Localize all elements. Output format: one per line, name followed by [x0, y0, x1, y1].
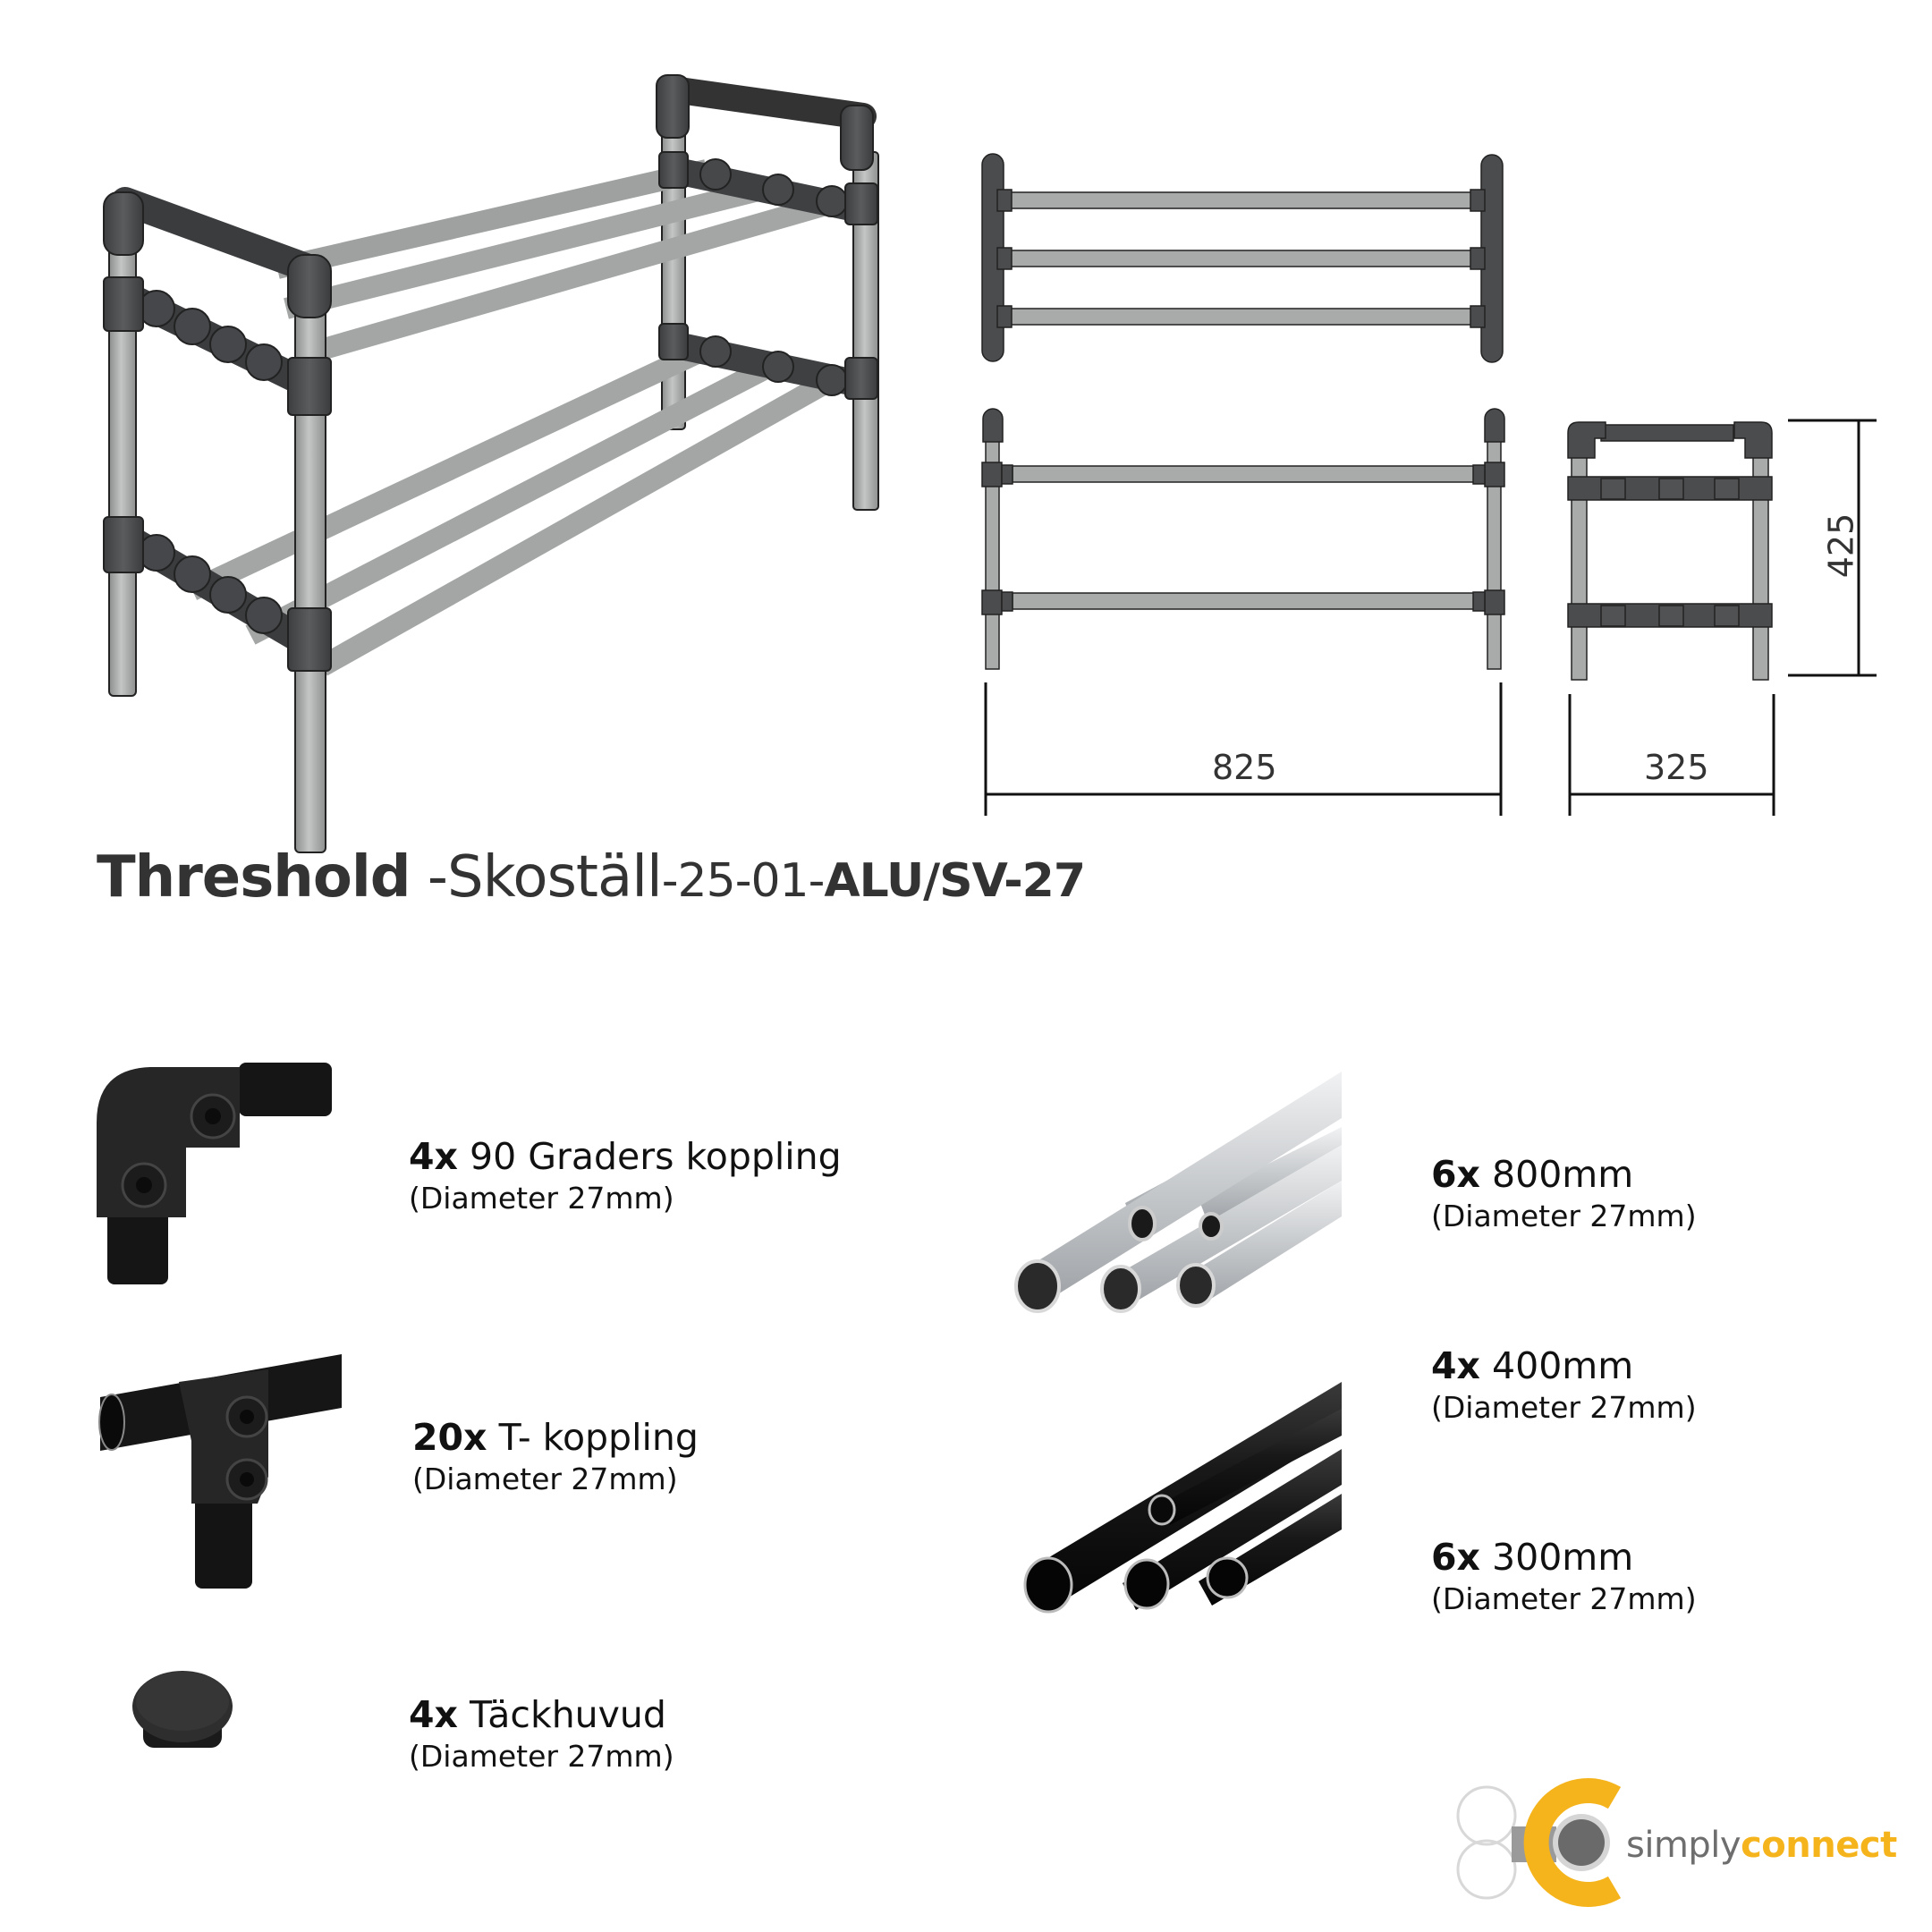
part-qty: 6x	[1431, 1536, 1480, 1579]
part-name: 90 Graders koppling	[470, 1135, 842, 1178]
title-code: -25-01-	[661, 854, 826, 908]
part-qty: 20x	[412, 1416, 487, 1459]
part-spec: (Diameter 27mm)	[1431, 1199, 1697, 1233]
depth-dimension-line	[1568, 694, 1775, 816]
title-brand: Threshold	[97, 844, 411, 911]
part-spec: (Diameter 27mm)	[1431, 1390, 1697, 1425]
part-name: Täckhuvud	[470, 1693, 666, 1736]
part-spec: (Diameter 27mm)	[409, 1181, 674, 1216]
width-dimension-label: 825	[1212, 748, 1277, 787]
part-spec: (Diameter 27mm)	[412, 1462, 678, 1496]
width-dimension-line	[984, 682, 1503, 816]
depth-dimension-label: 325	[1644, 748, 1709, 787]
part-end-cap: 4x Täckhuvud (Diameter 27mm)	[409, 1692, 674, 1776]
title-variant: ALU/SV-27	[824, 854, 1086, 908]
part-qty: 6x	[1431, 1153, 1480, 1196]
height-dimension-line	[1788, 419, 1877, 677]
logo-wordmark: simplyconnect	[1626, 1825, 1897, 1866]
part-spec: (Diameter 27mm)	[1431, 1581, 1697, 1616]
part-tube-800: 6x 800mm (Diameter 27mm)	[1431, 1152, 1697, 1236]
title-name: Skoställ	[447, 844, 663, 911]
logo-text-connect: connect	[1741, 1825, 1897, 1866]
title-separator: -	[410, 844, 448, 911]
part-tube-300: 6x 300mm (Diameter 27mm)	[1431, 1535, 1697, 1619]
part-name: 300mm	[1492, 1536, 1634, 1579]
part-spec: (Diameter 27mm)	[409, 1739, 674, 1774]
part-qty: 4x	[1431, 1344, 1480, 1387]
part-name: 800mm	[1492, 1153, 1634, 1196]
part-tee-fitting: 20x T- koppling (Diameter 27mm)	[412, 1415, 699, 1499]
part-qty: 4x	[409, 1693, 458, 1736]
logo-text-simply: simply	[1626, 1825, 1741, 1866]
part-name: T- koppling	[498, 1416, 699, 1459]
part-tube-400: 4x 400mm (Diameter 27mm)	[1431, 1343, 1697, 1428]
part-qty: 4x	[409, 1135, 458, 1178]
part-name: 400mm	[1492, 1344, 1634, 1387]
product-title: Threshold -Skoställ-25-01-ALU/SV-27	[97, 844, 1086, 911]
part-elbow-fitting: 4x 90 Graders koppling (Diameter 27mm)	[409, 1134, 842, 1218]
